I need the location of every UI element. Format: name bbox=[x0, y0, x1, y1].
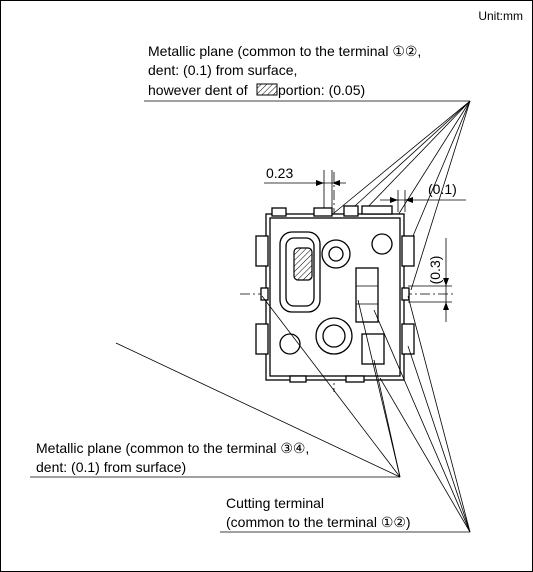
arrow-right bbox=[332, 180, 340, 186]
note-left-line2: dent: (0.1) from surface) bbox=[36, 459, 186, 475]
hatched-portion bbox=[293, 247, 313, 281]
dimension-023: 0.23 bbox=[264, 165, 346, 210]
note-top: Metallic plane (common to the terminal ①… bbox=[144, 43, 470, 102]
note-top-line3-a: however dent of bbox=[148, 82, 248, 98]
note-bottom-line1: Cutting terminal bbox=[226, 495, 324, 511]
dimension-01: (0.1) bbox=[380, 181, 466, 212]
terminal-strip bbox=[355, 267, 379, 323]
hatch-swatch bbox=[256, 83, 278, 96]
leaders-left bbox=[115, 295, 401, 478]
note-top-line1: Metallic plane (common to the terminal ①… bbox=[148, 43, 421, 59]
note-left: Metallic plane (common to the terminal ③… bbox=[30, 440, 400, 478]
leaders-bottom bbox=[373, 295, 471, 533]
dim-023-label: 0.23 bbox=[266, 165, 293, 181]
unit-label: Unit:mm bbox=[478, 9, 523, 23]
dim-03-label: (0.3) bbox=[427, 256, 443, 285]
dim-01-label: (0.1) bbox=[428, 181, 457, 197]
note-left-line1: Metallic plane (common to the terminal ③… bbox=[36, 440, 309, 456]
dimension-03: (0.3) bbox=[408, 238, 452, 322]
arrow-left bbox=[316, 180, 324, 186]
note-bottom-line2: (common to the terminal ①②) bbox=[226, 514, 411, 530]
note-top-line3-b: portion: (0.05) bbox=[278, 82, 365, 98]
pocket bbox=[279, 231, 321, 313]
note-bottom: Cutting terminal (common to the terminal… bbox=[220, 495, 470, 533]
note-top-line2: dent: (0.1) from surface, bbox=[148, 62, 297, 78]
component-features bbox=[279, 231, 393, 365]
